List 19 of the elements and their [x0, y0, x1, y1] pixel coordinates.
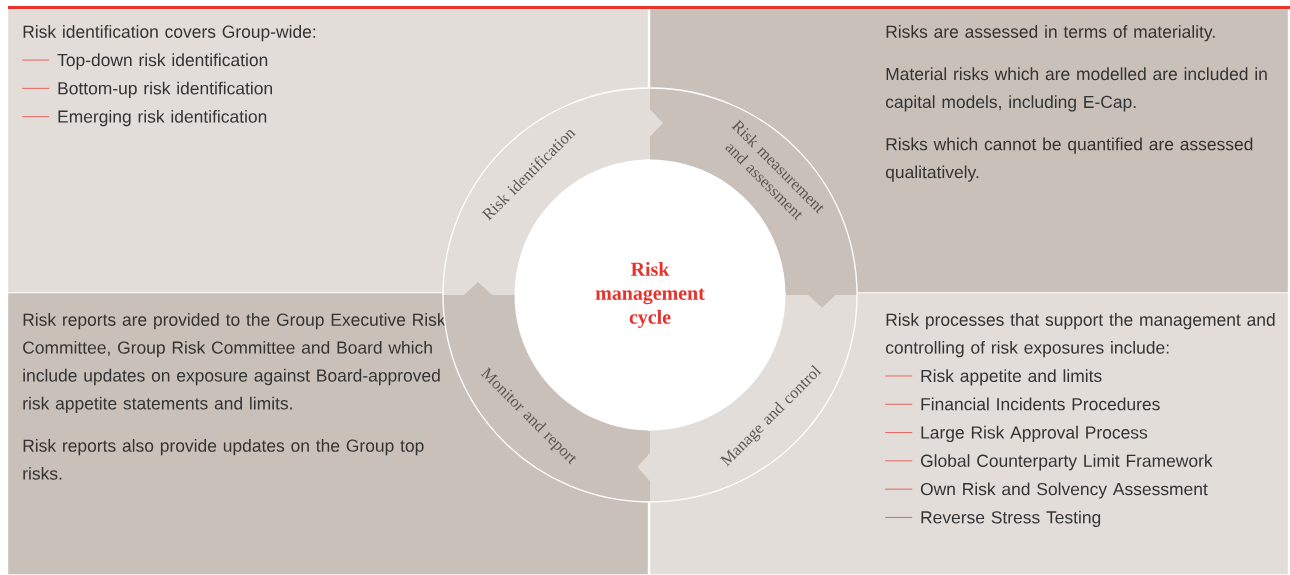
list-item: Own Risk and Solvency Assessment: [884, 482, 1208, 499]
paragraph: Risk reports are provided to the Group Executive Risk Committee, Group Risk Committee and Board which include updates on exposure against Board-approved risk appetite statements and limits.: [23, 313, 446, 413]
paragraph: Risks which cannot be quantified are assessed qualitatively.: [885, 137, 1253, 182]
paragraph: Risk processes that support the management and controlling of risk exposures include:: [885, 313, 1275, 358]
paragraph: Risks are assessed in terms of materiality.: [886, 25, 1215, 42]
list-item: Bottom-up risk identification: [21, 81, 272, 98]
node-label: Reverse Stress Testing: [921, 510, 1101, 527]
list-item: Top-down risk identification: [21, 53, 268, 70]
paragraph: Risk identification covers Group-wide:: [23, 25, 316, 42]
node-label: Emerging risk identification: [58, 109, 267, 127]
list-item: Emerging risk identification: [21, 109, 267, 127]
paragraph: Material risks which are modelled are included in capital models, including E-Cap.: [885, 67, 1267, 112]
list-item: Large Risk Approval Process: [884, 425, 1148, 443]
list-item: Financial Incidents Procedures: [884, 397, 1160, 411]
list-item: Reverse Stress Testing: [884, 510, 1101, 527]
node-label: Risk appetite and limits: [921, 369, 1102, 386]
list-item: Global Counterparty Limit Framework: [884, 454, 1213, 471]
paragraph: Risk reports also provide updates on the Group top risks.: [23, 439, 424, 480]
list-item: Risk appetite and limits: [884, 369, 1102, 386]
